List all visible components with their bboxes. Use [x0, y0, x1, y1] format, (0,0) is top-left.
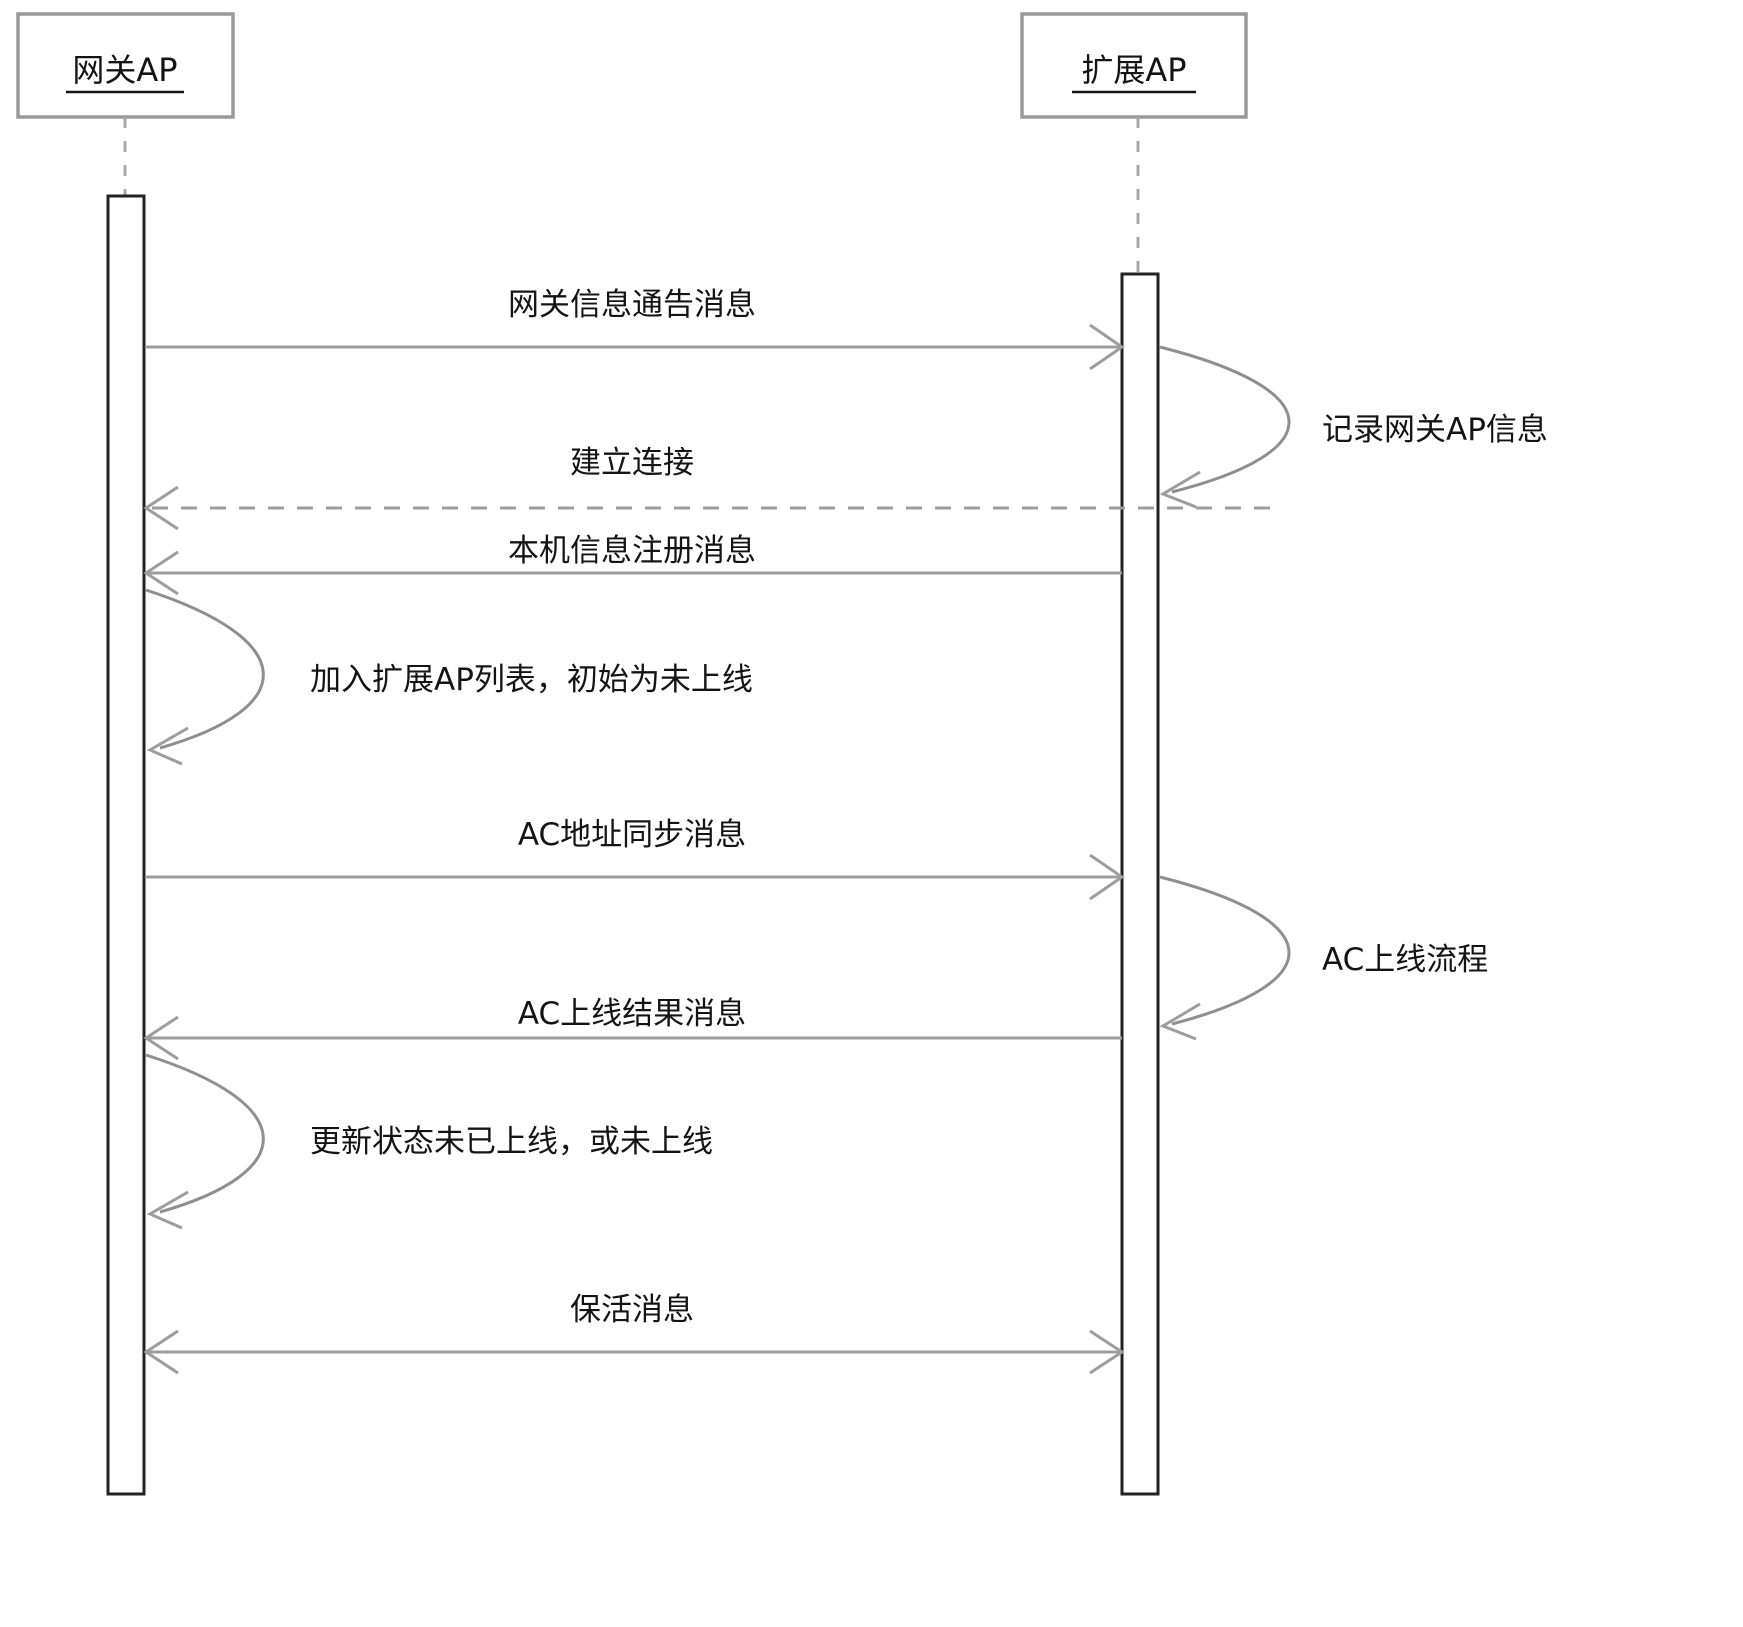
self-message-label-add-to-extend-ap-list: 加入扩展AP列表，初始为未上线 [310, 662, 753, 698]
arrow-head-right-keepalive [1089, 1329, 1125, 1375]
message-label-keepalive: 保活消息 [570, 1292, 694, 1328]
self-message-ac-online-process[interactable]: AC上线流程 [1159, 875, 1488, 1041]
activation-bar-gateway-ap[interactable] [106, 194, 146, 1496]
arrow-head-down-ac-online-process [1159, 1002, 1201, 1041]
message-label-ac-online-result: AC上线结果消息 [518, 996, 746, 1032]
message-ac-online-result[interactable]: AC上线结果消息 [143, 996, 1122, 1061]
arrow-head-left-keepalive [143, 1329, 179, 1375]
self-message-update-online-state[interactable]: 更新状态未已上线，或未上线 [145, 1053, 713, 1230]
message-local-info-register[interactable]: 本机信息注册消息 [143, 533, 1122, 596]
message-label-establish-connection: 建立连接 [570, 445, 694, 481]
self-message-arc-update-online-state [145, 1053, 265, 1214]
lifeline-gateway-ap[interactable]: 网关AP [16, 12, 235, 1496]
arrow-head-right-ac-address-sync [1089, 853, 1125, 901]
message-label-gateway-info-announce: 网关信息通告消息 [508, 287, 756, 323]
message-establish-connection[interactable]: 建立连接 [143, 445, 1270, 531]
self-message-add-to-extend-ap-list[interactable]: 加入扩展AP列表，初始为未上线 [145, 588, 753, 766]
lifeline-header-box-gateway-ap[interactable] [16, 12, 235, 119]
lifeline-label-extend-ap: 扩展AP [1081, 51, 1186, 89]
lifeline-label-gateway-ap: 网关AP [72, 51, 177, 89]
arrow-head-right-gateway-info-announce [1089, 323, 1125, 371]
arrow-head-left-local-info-register [143, 550, 179, 596]
self-message-arc-ac-online-process [1159, 875, 1291, 1026]
arrow-head-down-update-online-state [146, 1190, 189, 1230]
self-message-record-gateway-info[interactable]: 记录网关AP信息 [1159, 345, 1548, 509]
arrow-head-down-record-gateway-info [1159, 470, 1201, 509]
self-message-arc-add-to-extend-ap-list [145, 588, 265, 750]
activation-bar-extend-ap[interactable] [1120, 272, 1160, 1496]
message-label-local-info-register: 本机信息注册消息 [508, 533, 756, 569]
self-message-label-record-gateway-info: 记录网关AP信息 [1322, 412, 1548, 448]
arrow-head-left-ac-online-result [143, 1015, 179, 1061]
self-message-arc-record-gateway-info [1159, 345, 1291, 494]
arrow-head-down-add-to-extend-ap-list [146, 726, 189, 766]
arrow-head-left-establish-connection [143, 485, 179, 531]
message-gateway-info-announce[interactable]: 网关信息通告消息 [145, 287, 1125, 371]
message-label-ac-address-sync: AC地址同步消息 [518, 817, 746, 853]
self-message-label-ac-online-process: AC上线流程 [1322, 942, 1488, 978]
self-message-label-update-online-state: 更新状态未已上线，或未上线 [310, 1124, 713, 1160]
lifeline-extend-ap[interactable]: 扩展AP [1020, 12, 1248, 1496]
message-ac-address-sync[interactable]: AC地址同步消息 [145, 817, 1125, 901]
message-keepalive[interactable]: 保活消息 [143, 1292, 1125, 1375]
lifeline-header-box-extend-ap[interactable] [1020, 12, 1248, 119]
